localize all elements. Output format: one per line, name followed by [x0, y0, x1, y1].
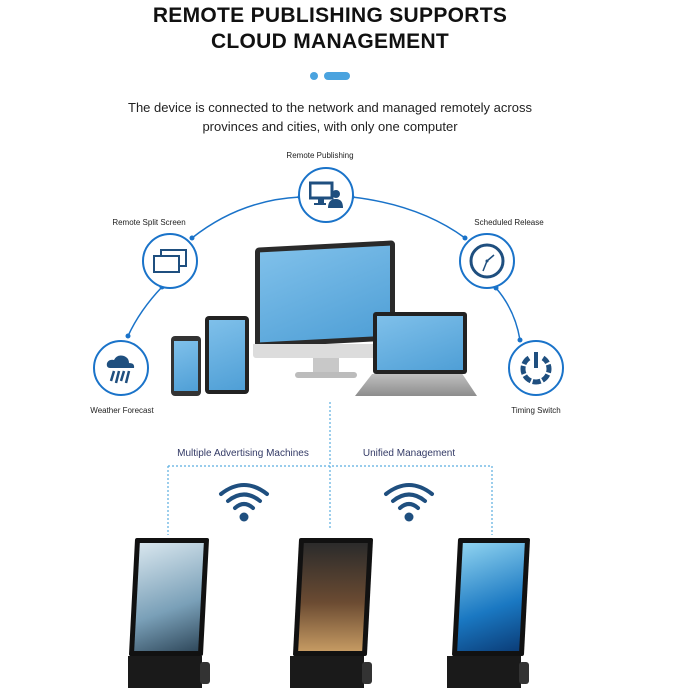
power-icon	[520, 352, 552, 385]
remote-split-screen-node	[142, 233, 198, 289]
label-scheduled-release: Scheduled Release	[474, 218, 544, 227]
remote-publishing-node	[298, 167, 354, 223]
weather-icon	[106, 355, 135, 384]
label-unified-management: Unified Management	[362, 448, 456, 459]
wifi-icon	[384, 483, 434, 522]
advertising-kiosk-1	[128, 538, 212, 688]
subtitle-line1: The device is connected to the network a…	[128, 100, 532, 115]
wifi-icon	[219, 483, 269, 522]
distribution-lines	[167, 402, 493, 535]
laptop	[373, 312, 467, 374]
monitor-user-icon	[309, 181, 343, 208]
weather-forecast-node	[93, 340, 149, 396]
page-title-line1: REMOTE PUBLISHING SUPPORTS	[152, 4, 508, 27]
label-multiple-advertising-machines: Multiple Advertising Machines	[177, 448, 309, 459]
split-screen-icon	[153, 249, 187, 273]
phone	[171, 336, 201, 396]
label-remote-publishing: Remote Publishing	[286, 151, 354, 160]
clock-icon	[469, 243, 505, 279]
tablet	[205, 316, 249, 394]
timing-switch-node	[508, 340, 564, 396]
label-timing-switch: Timing Switch	[511, 406, 561, 415]
advertising-kiosk-2	[290, 538, 374, 688]
label-weather-forecast: Weather Forecast	[90, 406, 154, 415]
subtitle-line2: provinces and cities, with only one comp…	[202, 119, 458, 134]
label-remote-split-screen: Remote Split Screen	[112, 218, 186, 227]
page-title-line2: CLOUD MANAGEMENT	[210, 30, 450, 53]
devices-illustration	[165, 240, 477, 415]
advertising-kiosk-3	[447, 538, 531, 688]
accent-dots	[310, 72, 350, 80]
scheduled-release-node	[459, 233, 515, 289]
